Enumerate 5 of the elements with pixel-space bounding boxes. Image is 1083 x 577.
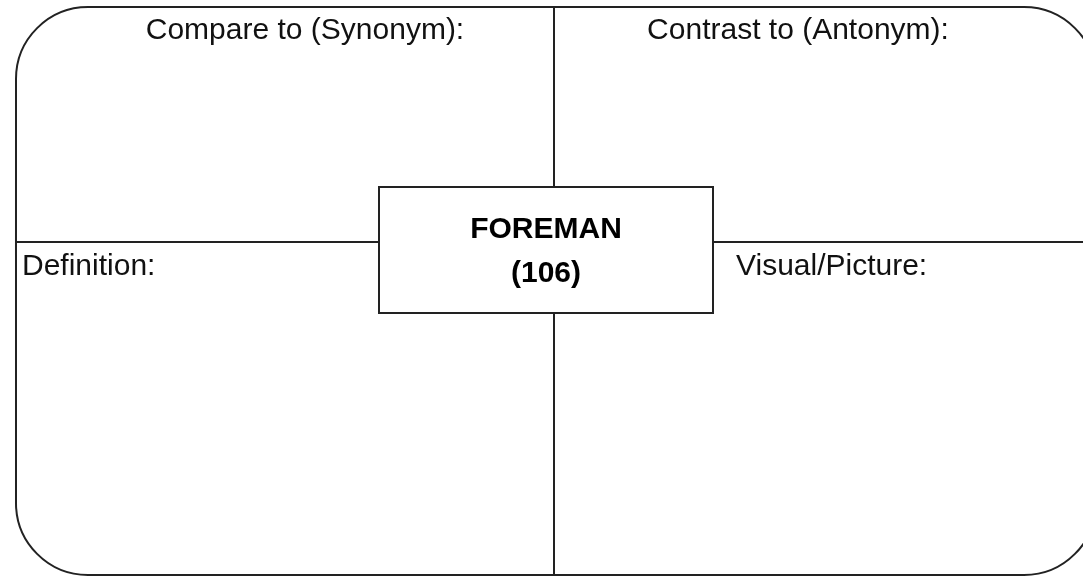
quadrant-heading: Definition: xyxy=(22,248,156,281)
quadrant-heading: Contrast to (Antonym): xyxy=(647,12,949,45)
quadrant-heading: Visual/Picture: xyxy=(736,248,928,281)
quadrant-heading: Compare to (Synonym): xyxy=(145,12,465,45)
term-box: FOREMAN (106) xyxy=(378,186,714,314)
